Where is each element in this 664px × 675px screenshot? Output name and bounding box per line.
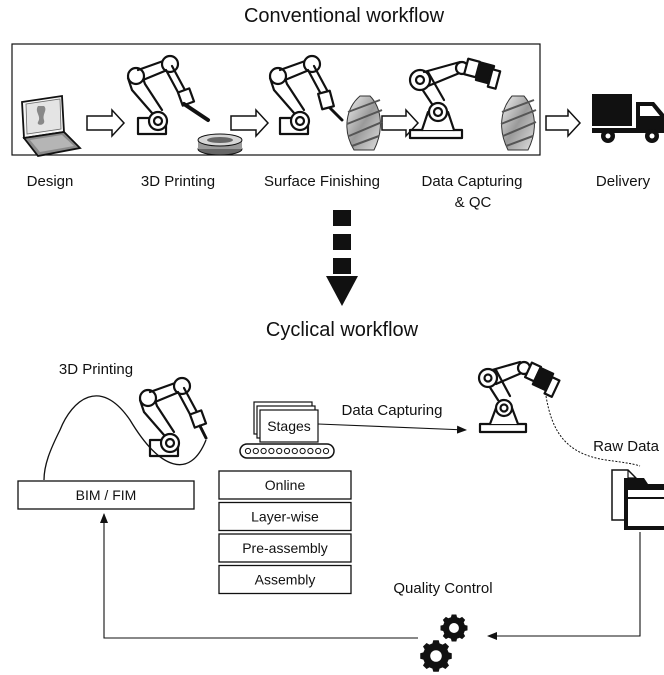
raw-data-connector [545, 395, 641, 467]
stage-option-box [218, 564, 352, 595]
robot-arm-printing-cyclical-icon [138, 376, 208, 458]
step-label-data-capturing: Data Capturing [422, 173, 523, 190]
robot-arm-scanning-cyclical-icon [477, 360, 561, 434]
conveyor-roller [283, 447, 291, 455]
print-path-curve [43, 395, 207, 481]
stages-stack [253, 401, 319, 443]
flow-arrow-4 [545, 108, 582, 138]
conventional-workflow-frame [11, 43, 541, 156]
gears-icon [420, 614, 468, 672]
qc-to-bim-arrow [100, 513, 418, 639]
conveyor-icon [239, 443, 335, 459]
flow-arrow-2 [230, 108, 270, 138]
data-capturing-label: Data Capturing [342, 402, 443, 419]
vase-scanned-icon [500, 95, 537, 151]
conveyor-roller [276, 447, 283, 455]
stage-option-label: Pre-assembly [242, 540, 328, 556]
stage-option-box [218, 501, 352, 532]
laptop-icon [21, 94, 82, 157]
conveyor-roller [299, 447, 306, 455]
data-capture-arrow [317, 423, 467, 434]
qc-return-arrow [487, 532, 641, 640]
stages-label: Stages [267, 418, 311, 434]
conveyor-roller [252, 447, 259, 455]
stage-option-label: Layer-wise [251, 509, 319, 525]
conveyor-roller [260, 447, 267, 455]
step-label-3d-printing: 3D Printing [141, 173, 215, 190]
bim-fim-label: BIM / FIM [76, 487, 137, 503]
conveyor-roller [307, 447, 314, 455]
truck-icon [592, 94, 664, 143]
conveyor-roller [291, 447, 298, 455]
conveyor-roller [322, 447, 330, 455]
cyclical-workflow-title: Cyclical workflow [266, 319, 419, 341]
cyclical-printing-label: 3D Printing [59, 361, 133, 378]
stage-option-box [218, 533, 352, 563]
conveyor-roller [315, 447, 322, 455]
printed-ring [197, 133, 243, 156]
stage-option-label: Assembly [255, 572, 316, 588]
conveyor-roller [268, 447, 275, 455]
conventional-workflow-title: Conventional workflow [244, 5, 445, 27]
robot-arm-finishing-icon [268, 54, 344, 136]
step-label-surface-finishing: Surface Finishing [264, 173, 380, 190]
bim-fim-box [17, 480, 195, 510]
transition-arrow [326, 210, 358, 306]
step-label-design: Design [27, 173, 74, 190]
flow-arrow-1 [86, 108, 126, 138]
robot-arm-printing-icon [126, 54, 210, 136]
folder-icon [611, 469, 664, 530]
step-label-qc: & QC [455, 194, 492, 211]
stage-option-label: Online [265, 477, 306, 493]
step-label-delivery: Delivery [596, 173, 651, 190]
raw-data-label: Raw Data [593, 438, 660, 455]
quality-control-label: Quality Control [393, 580, 492, 597]
robot-arm-scanning-icon [408, 57, 502, 140]
vase-finishing-icon [346, 95, 383, 151]
stage-option-box [218, 470, 352, 500]
conveyor-roller [244, 447, 252, 455]
